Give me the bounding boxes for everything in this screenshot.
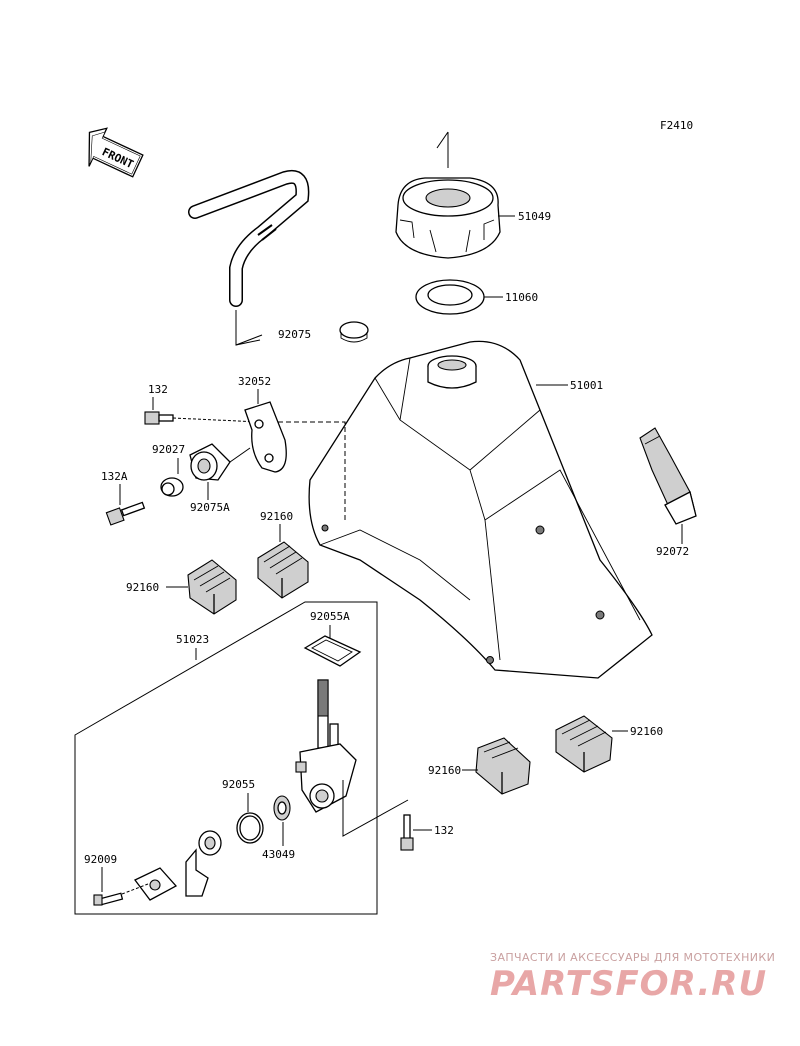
fuel-cap <box>395 131 501 259</box>
figure-code: F2410 <box>660 119 693 132</box>
label-51001: 51001 <box>570 379 603 392</box>
fuel-tank <box>308 340 653 679</box>
rubber-pad-b <box>257 541 309 599</box>
valve-gasket-92055A <box>303 635 362 667</box>
rubber-pad-a <box>187 559 237 615</box>
front-arrow-icon: FRONT <box>88 127 144 178</box>
cap-gasket <box>415 279 485 315</box>
label-92075: 92075 <box>278 328 311 341</box>
valve-lever <box>185 830 222 897</box>
label-32052: 32052 <box>238 375 271 388</box>
label-132-top: 132 <box>148 383 168 396</box>
collar-92027 <box>160 477 184 497</box>
label-92027: 92027 <box>152 443 185 456</box>
damper-92075A <box>189 443 231 481</box>
label-92160-b: 92160 <box>260 510 293 523</box>
screw-92009 <box>93 892 124 906</box>
label-92160-a: 92160 <box>126 581 159 594</box>
tank-strap <box>639 427 697 525</box>
label-51049: 51049 <box>518 210 551 223</box>
bolt-132-top <box>144 411 174 425</box>
label-132-bottom: 132 <box>434 824 454 837</box>
valve-plate <box>134 867 178 901</box>
label-51023: 51023 <box>176 633 209 646</box>
bolt-132A <box>105 501 146 526</box>
filter-screen-43049 <box>273 795 291 821</box>
label-92055A: 92055A <box>310 610 350 623</box>
label-132A: 132A <box>101 470 128 483</box>
label-92160-d: 92160 <box>630 725 663 738</box>
label-92055: 92055 <box>222 778 255 791</box>
rubber-pad-c <box>475 737 531 795</box>
label-92009: 92009 <box>84 853 117 866</box>
label-11060: 11060 <box>505 291 538 304</box>
bolt-132-bottom <box>400 814 414 851</box>
rubber-pad-d <box>555 715 613 773</box>
grommet-plug <box>339 321 369 343</box>
o-ring-92055 <box>236 812 264 844</box>
watermark-caption: ЗАПЧАСТИ И АКСЕССУАРЫ ДЛЯ МОТОТЕХНИКИ <box>490 951 775 964</box>
label-92160-c: 92160 <box>428 764 461 777</box>
label-92072: 92072 <box>656 545 689 558</box>
watermark-brand: PARTSFOR.RU <box>490 964 767 1004</box>
breather-hose <box>188 170 310 307</box>
fuel-valve-assembly-box <box>74 601 378 915</box>
tank-bracket <box>244 401 287 473</box>
label-43049: 43049 <box>262 848 295 861</box>
label-92075A: 92075A <box>190 501 230 514</box>
fuel-valve <box>295 679 357 813</box>
